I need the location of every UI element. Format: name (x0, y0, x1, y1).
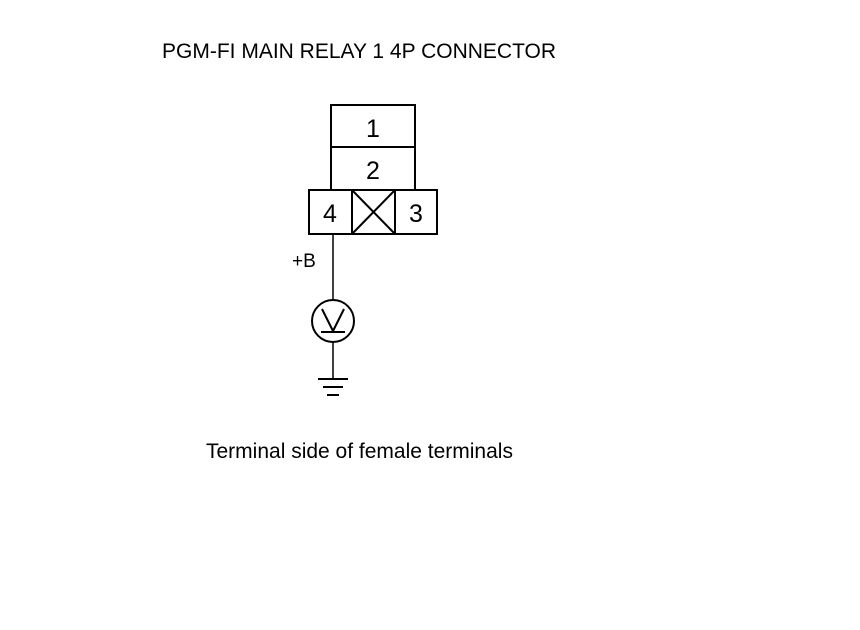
empty-cavity-cross (351, 189, 396, 235)
diagram-title: PGM-FI MAIN RELAY 1 4P CONNECTOR (162, 40, 556, 63)
empty-cavity (351, 189, 396, 235)
pin-4-label: 4 (323, 200, 337, 228)
connector-housing (308, 104, 438, 235)
pin-1-label: 1 (366, 115, 380, 143)
probe-label: +B (292, 251, 316, 272)
pin-3-label: 3 (409, 200, 423, 228)
voltmeter-icon (311, 299, 355, 343)
pin-2-label: 2 (366, 157, 380, 185)
diagram-caption: Terminal side of female terminals (206, 440, 513, 463)
ground-icon (318, 378, 348, 396)
